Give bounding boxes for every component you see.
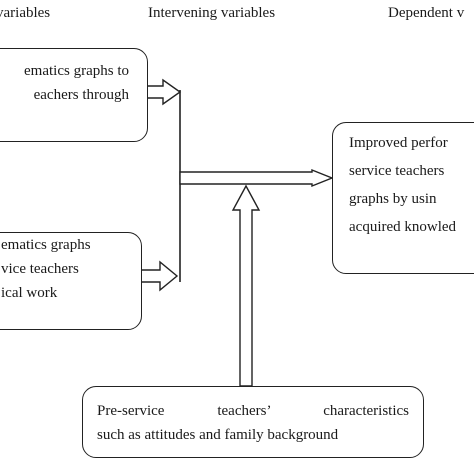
box-text-line: service teachers (349, 163, 445, 179)
header-dependent-variables: Dependent v (388, 5, 465, 21)
dependent-variable-box: Improved perfor service teachers graphs … (332, 122, 474, 274)
independent-variable-box-bottom: ematics graphs vice teachers ical work (0, 232, 142, 330)
box-text-line: Pre-service teachers’ characteristics (97, 403, 409, 419)
top-left-block-arrow (146, 78, 182, 106)
horizontal-block-arrow (179, 168, 334, 188)
box-text-line: ematics graphs (1, 237, 91, 253)
box-text-line: ical work (1, 285, 58, 301)
intervening-variable-box: Pre-service teachers’ characteristics su… (82, 386, 424, 458)
box-text-line: ds (0, 107, 129, 131)
box-text-line: Improved perfor (349, 135, 448, 151)
box-text-line: ematics graphs to (24, 63, 129, 79)
box-text-line: graphs by usin (349, 191, 437, 207)
box-text-line: acquired knowled (349, 219, 457, 235)
header-independent-variables: variables (0, 5, 51, 21)
independent-variable-box-top: ematics graphs to eachers through ds (0, 48, 148, 142)
box-text-line: such as attitudes and family background (97, 427, 339, 443)
upward-block-arrow (231, 184, 261, 387)
box-text-line: vice teachers (1, 261, 79, 277)
box-text-line: eachers through (33, 87, 129, 103)
header-intervening-variables: Intervening variables (148, 5, 276, 21)
